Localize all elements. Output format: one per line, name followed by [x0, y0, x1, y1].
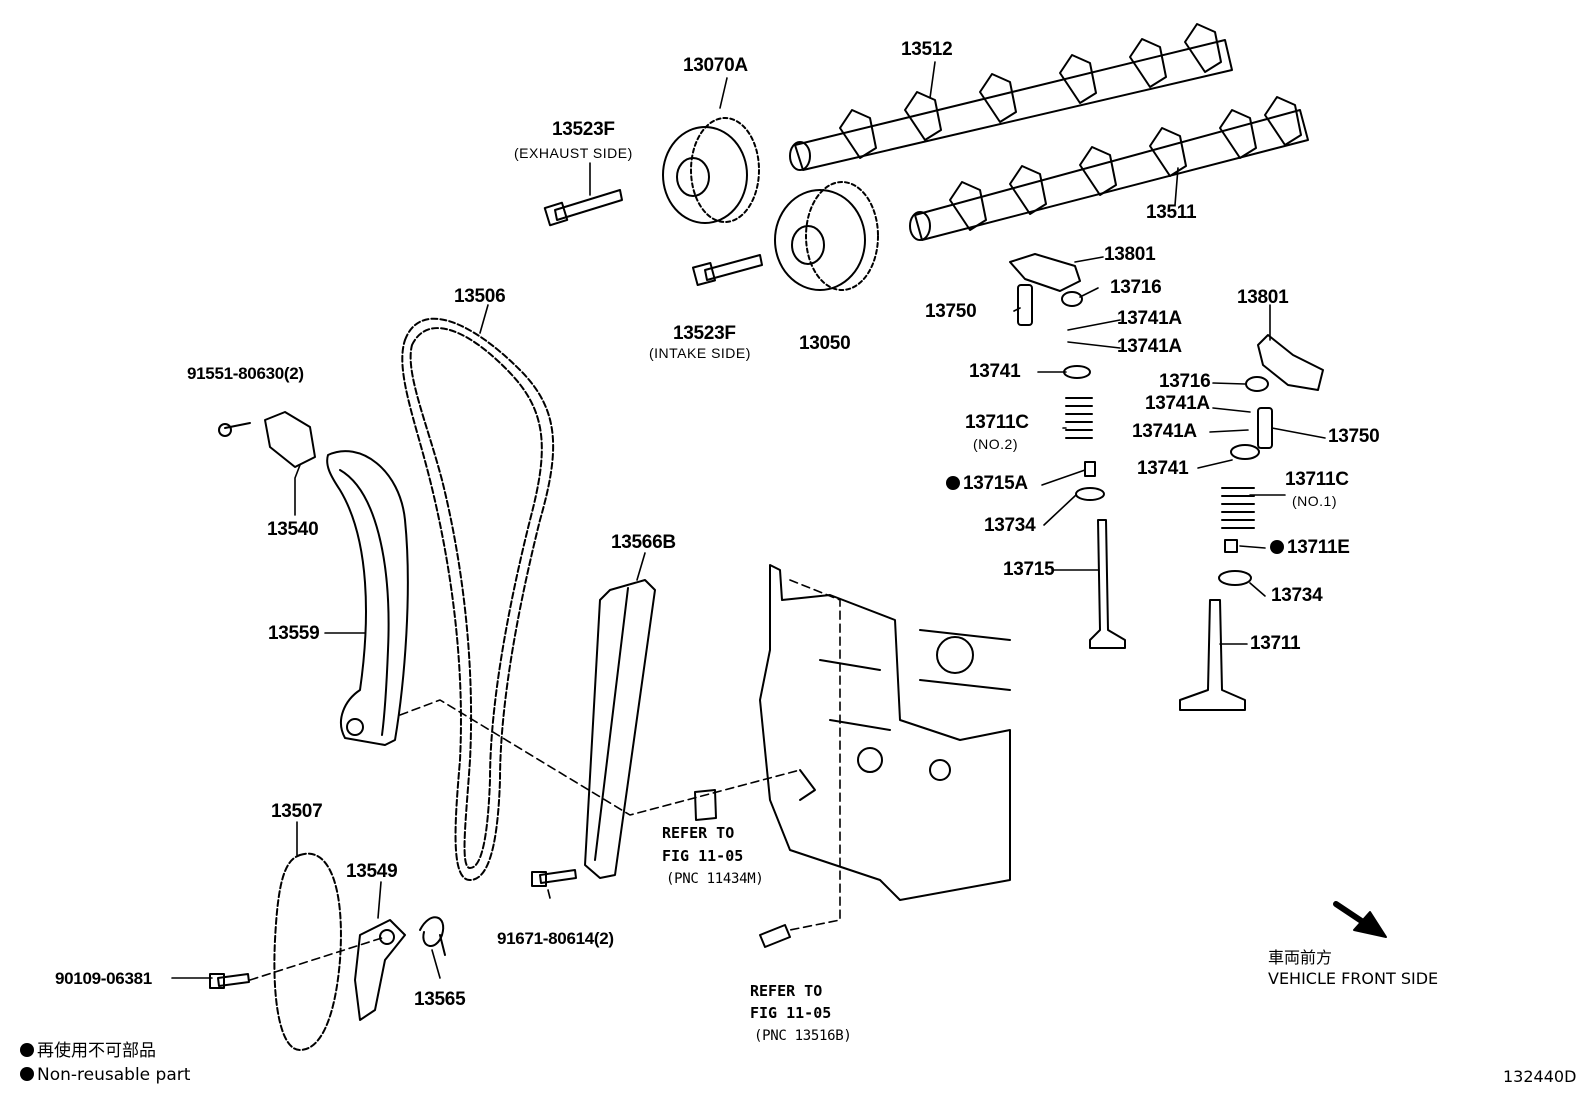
- leader-lines: [171, 61, 1326, 979]
- part-label-91551-80630[interactable]: 91551-80630(2): [187, 364, 304, 383]
- refer-to-2-line3[interactable]: (PNC 13516B): [754, 1028, 852, 1044]
- valves: [1089, 519, 1246, 711]
- part-label-13512[interactable]: 13512: [901, 39, 953, 60]
- intake-vvt-sprocket: [774, 181, 879, 291]
- exhaust-vvt-sprocket: [662, 117, 760, 224]
- legend-jp-text: 再使用不可部品: [37, 1041, 156, 1061]
- part-label-13741A-4[interactable]: 13741A: [1132, 421, 1197, 442]
- legend-en-text: Non-reusable part: [37, 1065, 191, 1085]
- legend-dot: [20, 1043, 34, 1057]
- part-label-13716-upper[interactable]: 13716: [1110, 277, 1162, 298]
- vehicle-front-en: VEHICLE FRONT SIDE: [1268, 969, 1439, 988]
- refer-to-2-line1[interactable]: REFER TO: [750, 982, 823, 1000]
- part-label-13540[interactable]: 13540: [267, 519, 319, 540]
- part-label-13711[interactable]: 13711: [1250, 633, 1301, 654]
- part-label-13070A[interactable]: 13070A: [683, 55, 748, 76]
- part-label-13741A-1[interactable]: 13741A: [1117, 308, 1182, 329]
- rocker-arms: [1009, 253, 1324, 391]
- part-label-13511[interactable]: 13511: [1146, 202, 1197, 223]
- part-label-13711E[interactable]: 13711E: [1270, 538, 1350, 557]
- intake-camshaft: [909, 96, 1309, 241]
- part-label-13711C-no1[interactable]: 13711C: [1285, 469, 1349, 490]
- part-label-13750-left[interactable]: 13750: [925, 301, 977, 322]
- non-reusable-dot: [946, 476, 960, 490]
- sprocket-bolts: [543, 189, 763, 287]
- non-reusable-dot: [1270, 540, 1284, 554]
- refer-to-1-line1[interactable]: REFER TO: [662, 824, 735, 842]
- part-label-13741-right[interactable]: 13741: [1137, 458, 1189, 479]
- part-label-13711E-text: 13711E: [1287, 537, 1350, 558]
- part-label-13734-left[interactable]: 13734: [984, 515, 1036, 536]
- legend-dot: [20, 1067, 34, 1081]
- legend-jp: 再使用不可部品: [20, 1043, 156, 1060]
- oil-pump-chain: [273, 852, 342, 1051]
- part-label-13801-right[interactable]: 13801: [1237, 287, 1289, 308]
- vehicle-front-jp: 車両前方: [1268, 948, 1333, 967]
- part-label-13506[interactable]: 13506: [454, 286, 506, 307]
- chain-tensioner: [218, 411, 316, 468]
- guide-bolt: [531, 869, 577, 887]
- part-label-13523F-exhaust[interactable]: 13523F: [552, 119, 615, 140]
- refer-to-1-line2[interactable]: FIG 11-05: [662, 847, 744, 865]
- valve-springs: [1063, 365, 1260, 586]
- part-label-90109-06381[interactable]: 90109-06381: [55, 969, 152, 988]
- part-label-13715[interactable]: 13715: [1003, 559, 1055, 580]
- part-label-13750-right[interactable]: 13750: [1328, 426, 1380, 447]
- no1-note: (NO.1): [1292, 493, 1337, 509]
- part-label-13565[interactable]: 13565: [414, 989, 466, 1010]
- chain-guide: [584, 579, 656, 879]
- part-label-13559[interactable]: 13559: [268, 623, 320, 644]
- vehicle-front-arrow: [1333, 901, 1387, 938]
- part-label-13507[interactable]: 13507: [271, 801, 323, 822]
- part-label-13549[interactable]: 13549: [346, 861, 398, 882]
- part-label-13523F-intake[interactable]: 13523F: [673, 323, 736, 344]
- part-label-13741A-3[interactable]: 13741A: [1145, 393, 1210, 414]
- part-label-13715A-text: 13715A: [963, 473, 1028, 494]
- part-label-13801-upper[interactable]: 13801: [1104, 244, 1156, 265]
- intake-side-note: (INTAKE SIDE): [649, 345, 751, 361]
- refer-to-1-line3[interactable]: (PNC 11434M): [666, 871, 764, 887]
- exhaust-side-note: (EXHAUST SIDE): [514, 145, 633, 161]
- pump-chain-tensioner: [354, 916, 446, 1021]
- part-label-13716-right[interactable]: 13716: [1159, 371, 1211, 392]
- part-label-13741A-2[interactable]: 13741A: [1117, 336, 1182, 357]
- part-label-13741-left[interactable]: 13741: [969, 361, 1021, 382]
- part-label-13566B[interactable]: 13566B: [611, 532, 676, 553]
- engine-block: [759, 564, 1011, 901]
- part-label-91671-80614[interactable]: 91671-80614(2): [497, 929, 614, 948]
- part-label-13734-right[interactable]: 13734: [1271, 585, 1323, 606]
- timing-chain: [401, 317, 555, 881]
- exhaust-camshaft: [789, 23, 1233, 171]
- no2-note: (NO.2): [973, 436, 1018, 452]
- dowel-pin: [694, 789, 791, 948]
- figure-code: 132440D: [1503, 1067, 1577, 1086]
- tensioner-slipper: [326, 450, 409, 746]
- tensioner-bolt: [209, 973, 250, 989]
- refer-to-2-line2[interactable]: FIG 11-05: [750, 1004, 832, 1022]
- part-label-13715A[interactable]: 13715A: [946, 474, 1028, 493]
- legend-en: Non-reusable part: [20, 1067, 190, 1084]
- part-label-13711C-no2[interactable]: 13711C: [965, 412, 1029, 433]
- part-label-13050[interactable]: 13050: [799, 333, 851, 354]
